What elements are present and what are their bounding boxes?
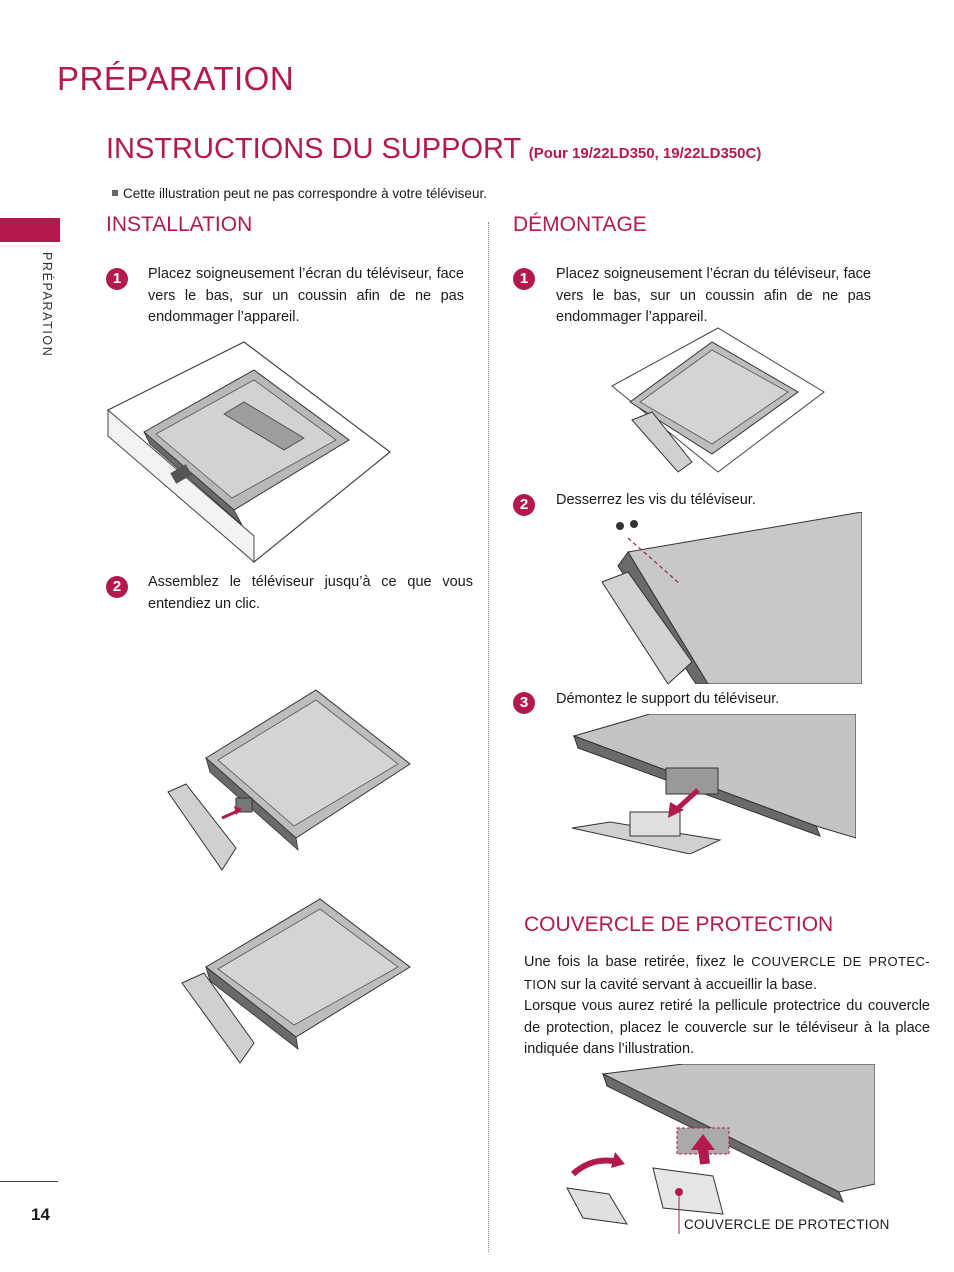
cover-callout-label: COUVERCLE DE PROTECTION (684, 1217, 890, 1232)
illustration-note: Cette illustration peut ne pas correspon… (112, 186, 487, 201)
cover-text-para2: Lorsque vous aurez retiré la pellicule p… (524, 998, 930, 1057)
remove-stand-illustration (570, 714, 856, 854)
cover-text-part2: sur la cavité servant à accueillir la ba… (556, 976, 817, 993)
install-step-1-text: Placez soigneusement l’écran du télévise… (148, 266, 464, 325)
installation-heading: INSTALLATION (106, 213, 253, 236)
side-tab-label: PRÉPARATION (40, 252, 54, 358)
tv-on-cushion-illustration (104, 340, 394, 565)
cover-text-part1: Une fois la base retirée, fixez le (524, 954, 752, 970)
install-step-2-text: Assemblez le téléviseur jusqu’à ce que v… (148, 574, 473, 612)
install-step-1-number: 1 (106, 268, 128, 290)
protection-cover-illustration (563, 1064, 875, 1234)
remove-step-1-number: 1 (513, 268, 535, 290)
page-number: 14 (31, 1205, 50, 1224)
cover-text-highlight: COUVERCLE DE PROTEC-TION (524, 954, 930, 992)
cover-instructions: Une fois la base retirée, fixez le COUVE… (524, 951, 930, 1061)
demontage-heading: DÉMONTAGE (513, 213, 647, 236)
section-title-models: (Pour 19/22LD350, 19/22LD350C) (528, 145, 762, 162)
remove-step-3-number: 3 (513, 692, 535, 714)
tv-with-stand-on-cushion-illustration (608, 326, 828, 474)
loosen-screws-illustration (588, 512, 862, 684)
side-tab-marker (0, 218, 60, 242)
cover-heading: COUVERCLE DE PROTECTION (524, 913, 834, 936)
page-title: PRÉPARATION (57, 60, 295, 97)
page-number-rule (0, 1181, 58, 1182)
bullet-square-icon (112, 190, 118, 196)
stand-attached-illustration (180, 897, 412, 1065)
section-title-main: INSTRUCTIONS DU SUPPORT (106, 133, 521, 165)
note-text: Cette illustration peut ne pas correspon… (123, 186, 487, 201)
remove-step-1-text: Placez soigneusement l’écran du télévise… (556, 266, 871, 325)
remove-step-3-text: Démontez le support du téléviseur. (556, 691, 780, 707)
column-divider (488, 222, 489, 1252)
section-title: INSTRUCTIONS DU SUPPORT (Pour 19/22LD350… (106, 133, 761, 166)
install-step-2-number: 2 (106, 576, 128, 598)
stand-insert-illustration (166, 688, 412, 878)
remove-step-2-number: 2 (513, 494, 535, 516)
remove-step-2-text: Desserrez les vis du téléviseur. (556, 492, 756, 508)
